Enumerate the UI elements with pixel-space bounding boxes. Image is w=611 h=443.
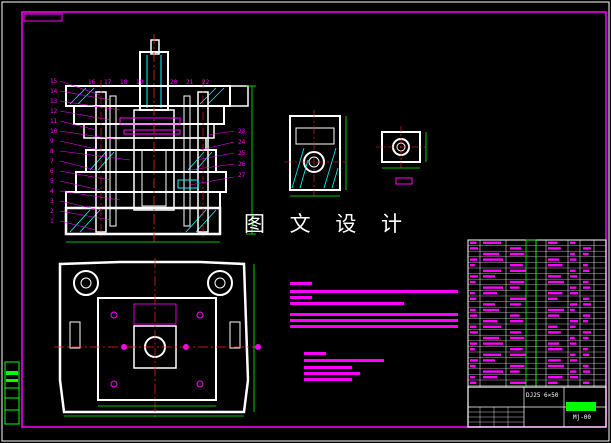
inner-frame [21,11,607,428]
leader-lines [59,80,235,231]
parts-list-table [467,239,607,388]
plan-view [54,258,261,418]
part-label-12: 12 [50,108,58,115]
left-margin-strip [4,361,20,425]
part-label-5: 5 [50,178,54,185]
part-label-15: 15 [50,78,58,85]
part-label-25: 25 [238,150,246,157]
part-label-8: 8 [50,148,54,155]
part-label-2: 2 [50,208,54,215]
part-label-23: 23 [238,128,246,135]
title-block-drawing-code: Mj-00 [572,414,592,421]
part-label-27: 27 [238,172,246,179]
part-label-19: 19 [136,79,144,86]
part-label-20: 20 [170,79,178,86]
top-label-box [23,13,63,22]
part-label-9: 9 [50,138,54,145]
part-label-24: 24 [238,139,246,146]
part-label-16: 16 [88,79,96,86]
part-label-3: 3 [50,198,54,205]
part-label-10: 10 [50,128,58,135]
part-view-1 [284,110,347,197]
technical-notes [290,282,458,381]
part-label-6: 6 [50,168,54,175]
part-label-26: 26 [238,161,246,168]
part-label-7: 7 [50,158,54,165]
part-label-21: 21 [186,79,194,86]
part-label-13: 13 [50,98,58,105]
part-view-2 [376,126,427,185]
part-label-14: 14 [50,88,58,95]
watermark-text: 图 文 设 计 [244,212,412,236]
part-label-11: 11 [50,118,58,125]
title-block [467,386,607,428]
part-label-18: 18 [120,79,128,86]
assembly-section-view [64,34,256,244]
part-label-1: 1 [50,218,54,225]
part-label-17: 17 [104,79,112,86]
title-block-drawing-title: DJ25 6×50 [526,392,559,399]
part-label-22: 22 [202,79,210,86]
part-label-4: 4 [50,188,54,195]
